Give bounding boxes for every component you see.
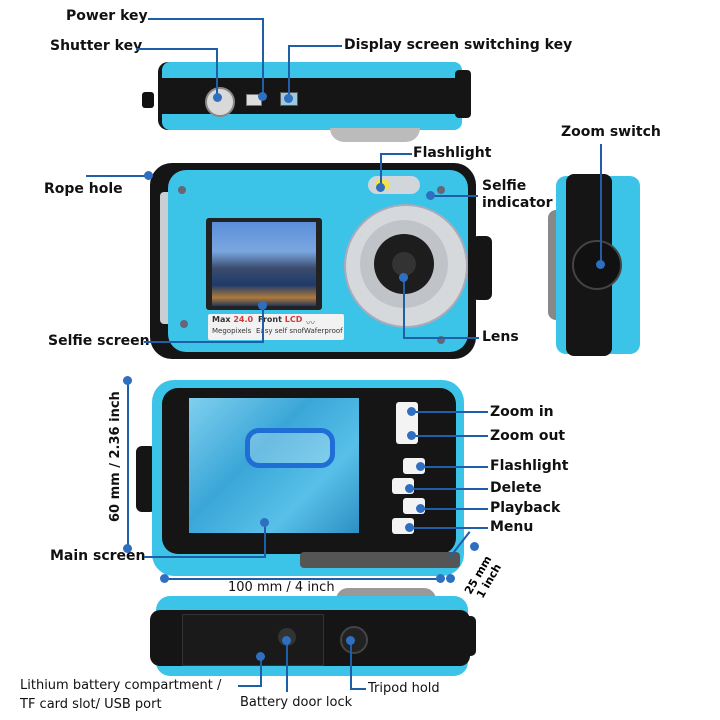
selfie-indicator-label-2: indicator	[482, 195, 553, 211]
power-key-label: Power key	[66, 8, 148, 24]
rope-lug-top	[142, 92, 154, 108]
battery-door-lock-label: Battery door lock	[240, 695, 353, 710]
tripod-hold-label: Tripod hold	[368, 681, 440, 696]
top-body-blue-upper	[162, 62, 462, 78]
zoom-out-label: Zoom out	[490, 428, 566, 444]
lens-center	[392, 252, 416, 276]
bottom-zoom-dial	[462, 616, 476, 656]
width-dimension-label: 100 mm / 4 inch	[228, 580, 335, 595]
swimmer-icon: 〰	[306, 319, 316, 329]
screw-tl	[178, 186, 186, 194]
screw-tr	[437, 186, 445, 194]
badge-easy-selfie: Easy self snof	[256, 327, 305, 335]
screw-br	[437, 336, 445, 344]
zoom-switch-label: Zoom switch	[561, 124, 661, 140]
main-screen-label: Main screen	[50, 548, 146, 564]
badge-waterproof: Waferproof	[304, 327, 343, 335]
menu-label: Menu	[490, 519, 534, 535]
zoom-dial-top	[455, 70, 471, 118]
lens-label: Lens	[482, 329, 519, 345]
badge-lcd: LCD	[284, 315, 303, 324]
shutter-key-label: Shutter key	[50, 38, 143, 54]
flashlight-back-label: Flashlight	[490, 458, 569, 474]
lens-barrel-top	[330, 128, 420, 142]
playback-label: Playback	[490, 500, 561, 516]
battery-compartment-label-1: Lithium battery compartment /	[20, 678, 222, 693]
display-switch-label: Display screen switching key	[344, 37, 573, 53]
feature-badges: Max 24.0 Megopixels Front LCD Easy self …	[208, 314, 344, 340]
selfie-screen-label: Selfie screen	[48, 333, 150, 349]
selfie-screen-image	[212, 222, 316, 306]
delete-label: Delete	[490, 480, 542, 496]
rope-hole-label: Rope hole	[44, 181, 123, 197]
top-body-blue-lower	[162, 114, 462, 130]
badge-megapixels: Megopixels	[212, 327, 252, 335]
back-zoom-dial	[136, 446, 156, 512]
zoom-in-label: Zoom in	[490, 404, 554, 420]
badge-mp-value: 24.0	[233, 315, 254, 324]
tripod-hole	[340, 626, 368, 654]
selfie-indicator-label-1: Selfie	[482, 178, 527, 194]
height-dimension-label: 60 mm / 2.36 inch	[108, 391, 123, 522]
goggles	[245, 428, 335, 468]
badge-max: Max	[212, 315, 231, 324]
back-bottom-strip	[300, 552, 460, 568]
badge-front: Front	[258, 315, 282, 324]
battery-door	[182, 614, 324, 666]
screw-bl	[180, 320, 188, 328]
front-zoom-dial	[472, 236, 492, 300]
battery-compartment-label-2: TF card slot/ USB port	[20, 697, 162, 712]
flashlight-front-label: Flashlight	[413, 145, 492, 161]
shutter-key	[205, 87, 235, 117]
